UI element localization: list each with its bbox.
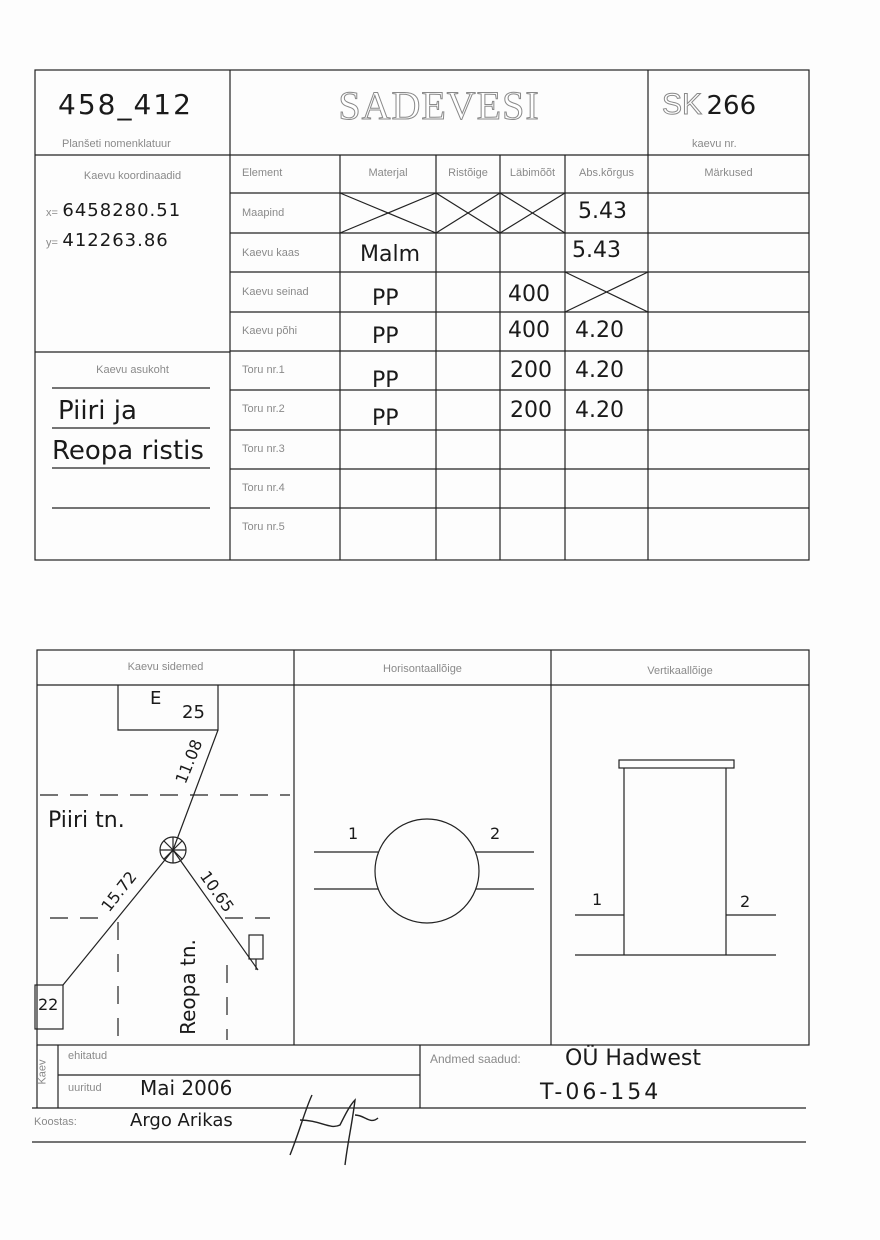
compiled-label: Koostas: (34, 1116, 77, 1128)
th-diameter: Läbimõõt (509, 167, 556, 179)
well-number-block: SK 266 (661, 88, 757, 122)
side-label: Kaev (36, 1059, 49, 1085)
coord-y-value: 412263.86 (62, 230, 169, 251)
coord-y: y= 412263.86 (46, 230, 169, 251)
location-label: Kaevu asukoht (96, 364, 169, 376)
street-piiri: Piiri tn. (48, 808, 125, 833)
well-number-label: kaevu nr. (692, 138, 737, 150)
data-source-ref: T-06-154 (540, 1080, 662, 1105)
coord-x-value: 6458280.51 (62, 200, 182, 221)
surveyed-value: Mai 2006 (140, 1076, 233, 1100)
corner-number: 22 (38, 995, 59, 1014)
well-number: 266 (706, 91, 757, 121)
page-title: SADEVESI (338, 83, 540, 129)
h-pipe-2: 2 (490, 824, 501, 843)
location-line-1: Piiri ja (58, 396, 137, 426)
th-element: Element (242, 167, 283, 179)
elements-table: Element Materjal Ristõige Läbimõõt Abs.k… (230, 155, 809, 560)
surveyed-label: uuritud (68, 1082, 102, 1094)
well-prefix: SK (661, 88, 703, 122)
horizontal-section-label: Horisontaallõige (383, 663, 462, 675)
building-letter: E (150, 688, 162, 709)
h-pipe-1: 1 (348, 824, 359, 843)
v-pipe-1: 1 (592, 890, 603, 909)
coord-x: x= 6458280.51 (46, 200, 182, 221)
coords-label: Kaevu koordinaadid (83, 170, 182, 182)
v-pipe-2: 2 (740, 892, 751, 911)
th-notes: Märkused (704, 167, 753, 179)
built-label: ehitatud (68, 1050, 108, 1062)
building-number: 25 (182, 702, 205, 723)
nomenclature-label: Planšeti nomenklatuur (62, 138, 171, 150)
th-cross: Ristõige (448, 167, 488, 179)
location-line-2: Reopa ristis (52, 436, 204, 466)
top-form-border (34, 69, 810, 561)
signature (289, 1094, 379, 1166)
street-reopa: Reopa tn. (175, 939, 200, 1035)
nomenclature-value: 458_412 (58, 88, 193, 121)
compiled-value: Argo Arikas (130, 1110, 233, 1131)
data-source-label: Andmed saadud: (430, 1052, 521, 1066)
data-source-value: OÜ Hadwest (565, 1046, 702, 1071)
bottom-form-border (36, 649, 810, 1046)
links-label: Kaevu sidemed (127, 661, 204, 673)
th-material: Materjal (368, 167, 408, 179)
vertical-section-label: Vertikaallõige (647, 665, 713, 677)
th-elevation: Abs.kõrgus (578, 167, 635, 179)
